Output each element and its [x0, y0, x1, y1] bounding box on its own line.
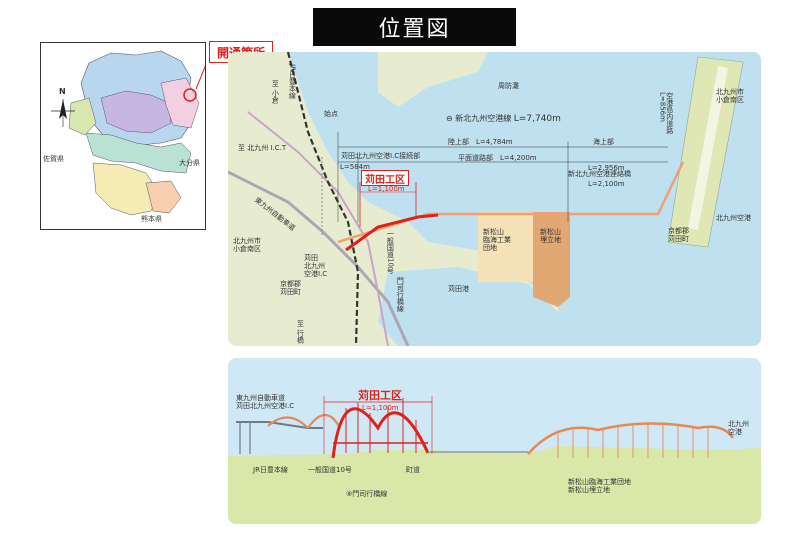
profile-route10-label: 一般国道10号 [308, 466, 352, 474]
profile-ind-label: 新松山臨海工業団地 新松山埋立地 [568, 478, 631, 495]
kanda-length: L=1,100m [368, 185, 405, 193]
kita-ku-label: 北九州市 小倉南区 [233, 237, 261, 254]
red-arch-kanda [331, 407, 430, 459]
jr-railway [286, 52, 360, 346]
kanda-section-box: 苅田工区 [361, 170, 409, 186]
land-section-label: 陸上部 [448, 138, 469, 146]
fukuoka-east [160, 77, 200, 129]
inset-map: N 佐賀県 大分県 熊本県 [40, 42, 210, 230]
fukuoka-mid [85, 132, 192, 174]
jr-line-label: JR日豊本線 [288, 64, 297, 99]
sea-section: 海上部 [593, 138, 614, 146]
sea-section-label: 海上部 [593, 138, 614, 146]
sea-area [288, 52, 761, 346]
yukuhashi-to-vert: 至 行橋 [296, 320, 305, 344]
reclaim-label: 新松山 埋立地 [540, 228, 561, 245]
ic-section: 苅田北九州空港I.C接続部 [341, 152, 420, 160]
north-label: N [59, 87, 66, 96]
route-title: ⊖ 新北九州空港線 L=7,740m [446, 114, 561, 124]
profile-airport-label: 北九州 空港 [728, 420, 749, 437]
airport-access-label: 空港島内道路 L=856m [658, 92, 674, 134]
bridge-length: L=2,100m [588, 180, 625, 188]
north-coast [378, 52, 488, 107]
plane-section-length: L=4,200m [500, 154, 537, 162]
route-length: L=7,740m [513, 114, 561, 124]
sea-length: L=2,956m [588, 164, 625, 172]
profile-diagram: 苅田工区 L=1,100m 東九州自動車道 苅田北九州空港I.C JR日豊本線 … [228, 358, 761, 524]
airport-label: 北九州空港 [716, 214, 751, 222]
profile-town-road-label: 町道 [406, 466, 420, 474]
route-orange [337, 161, 685, 244]
shinmatsuyama-industrial [478, 212, 533, 282]
kyoto-kanda-label: 京都郡 苅田町 [668, 227, 689, 244]
kanda-town-label: 京都郡 苅田町 [280, 280, 301, 297]
orange-arch-1 [267, 416, 309, 429]
profile-monji-text: 門司行橋線 [352, 490, 388, 498]
location-map: 周防灘 ⊖ 新北九州空港線 L=7,740m 始点 陸上部 L=4,784m 海… [228, 52, 761, 346]
port-label: 苅田港 [448, 285, 469, 293]
route10-label: 一般国道10号 [386, 230, 395, 274]
orange-arch-2 [307, 413, 341, 429]
plane-section: 平面道路部 L=4,200m [458, 154, 537, 162]
kitakyushu-kokura-label: 北九州市 小倉南区 [716, 88, 744, 105]
expressway [228, 170, 410, 346]
profile-jr-label: JR日豊本線 [253, 466, 288, 474]
route-red-kanda [345, 213, 439, 252]
fukuoka-west [68, 97, 97, 136]
kanda-ic-label: 苅田 北九州 空港I.C [304, 254, 328, 279]
monji-line-label: 門司行橋線 [396, 277, 405, 312]
route-name: 新北九州空港線 [455, 114, 512, 123]
ic-length: L=584m [340, 163, 370, 171]
shinmatsuyama-reclaim [533, 212, 570, 307]
start-label: 始点 [324, 110, 338, 118]
kokura-to-vert: 至 小倉 [271, 80, 280, 104]
ind-label: 新松山 臨海工業 団地 [483, 228, 511, 253]
left-bridge-deck [236, 421, 323, 429]
profile-ic-label: 東九州自動車道 苅田北九州空港I.C [236, 394, 295, 411]
land-section-length: L=4,784m [476, 138, 513, 146]
kumamoto-label: 熊本県 [141, 215, 162, 223]
open-section-circle [183, 88, 197, 102]
right-bridge-arch [527, 422, 735, 455]
ic-section-label: 苅田北九州空港I.C接続部 [341, 152, 421, 160]
ground [228, 446, 761, 524]
fukuoka-south2 [145, 180, 182, 214]
land-section: 陸上部 L=4,784m [448, 138, 513, 146]
profile-kanda-label: 苅田工区 [358, 389, 402, 402]
route-circle-icon: ⑨ [346, 490, 353, 498]
route-icon: ⊖ [446, 114, 453, 123]
profile-kanda-length: L=1,100m [362, 404, 399, 412]
page-title: 位置図 [313, 8, 516, 46]
saga-label: 佐賀県 [43, 155, 64, 163]
fukuoka-south [92, 162, 160, 216]
port-water [378, 267, 558, 346]
plane-section-label: 平面道路部 [458, 154, 493, 162]
kokura-to-label: 至 北九州 I.C.T [238, 144, 287, 152]
inset-map-svg [51, 50, 210, 216]
bay-label: 周防灘 [498, 82, 519, 90]
oita-label: 大分県 [179, 159, 200, 167]
location-map-svg [228, 52, 761, 346]
profile-svg [228, 396, 761, 524]
fukuoka-center [100, 90, 172, 134]
bridge-section: 新北九州空港連絡橋 [568, 170, 631, 178]
profile-monji-label: ⑨門司行橋線 [346, 490, 387, 498]
